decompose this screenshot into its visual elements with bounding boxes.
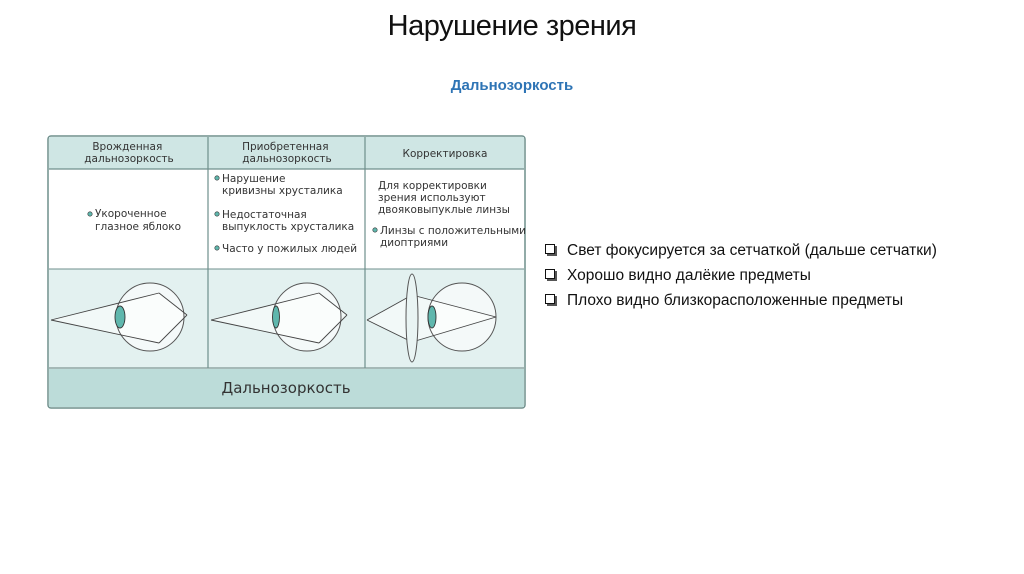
bullet-text: Свет фокусируется за сетчаткой (дальше с… <box>567 242 937 259</box>
note-acquired-1: Нарушение кривизны хрусталика <box>222 173 343 197</box>
bullet-item: Плохо видно близкорасположенные предметы <box>545 288 1015 313</box>
eye-illustration-correction <box>366 273 497 363</box>
bullet-list: Свет фокусируется за сетчаткой (дальше с… <box>545 238 1015 313</box>
diagram-footer-label: Дальнозоркость <box>221 379 350 397</box>
hyperopia-diagram: Врожденная дальнозоркость Приобретенная … <box>47 135 527 410</box>
note-bullet-dot <box>87 211 93 217</box>
column-header-congenital: Врожденная дальнозоркость <box>84 141 173 165</box>
diagram-footer-band <box>49 369 524 407</box>
note-acquired-2: Недостаточная выпуклость хрусталика <box>222 209 354 233</box>
slide-subtitle: Дальнозоркость <box>450 77 574 94</box>
note-correction-2: Линзы с положительными диоптриями <box>380 225 527 249</box>
bullet-text: Хорошо видно далёкие предметы <box>567 267 811 284</box>
column-header-correction: Корректировка <box>402 148 487 160</box>
diagram-header-band <box>49 137 524 169</box>
note-correction-1: Для корректировки зрения используют двоя… <box>378 180 510 216</box>
bullet-item: Хорошо видно далёкие предметы <box>545 263 1015 288</box>
checkbox-bullet-icon <box>545 294 555 304</box>
note-bullet-dot <box>214 211 220 217</box>
hyperopia-diagram-svg: Врожденная дальнозоркость Приобретенная … <box>47 135 527 409</box>
note-bullet-dot <box>372 227 378 233</box>
eye-illustration-acquired <box>210 282 348 352</box>
checkbox-bullet-icon <box>545 269 555 279</box>
bullet-item: Свет фокусируется за сетчаткой (дальше с… <box>545 238 1015 263</box>
column-header-acquired: Приобретенная дальнозоркость <box>242 141 332 165</box>
note-bullet-dot <box>214 245 220 251</box>
checkbox-bullet-icon <box>545 244 555 254</box>
note-acquired-3: Часто у пожилых людей <box>222 243 357 255</box>
convex-lens-icon <box>405 273 419 363</box>
note-bullet-dot <box>214 175 220 181</box>
eye-illustration-congenital <box>50 282 188 352</box>
bullet-text: Плохо видно близкорасположенные предметы <box>567 292 904 309</box>
slide-title: Нарушение зрения <box>387 10 637 42</box>
note-congenital-1: Укороченное глазное яблоко <box>95 208 181 233</box>
